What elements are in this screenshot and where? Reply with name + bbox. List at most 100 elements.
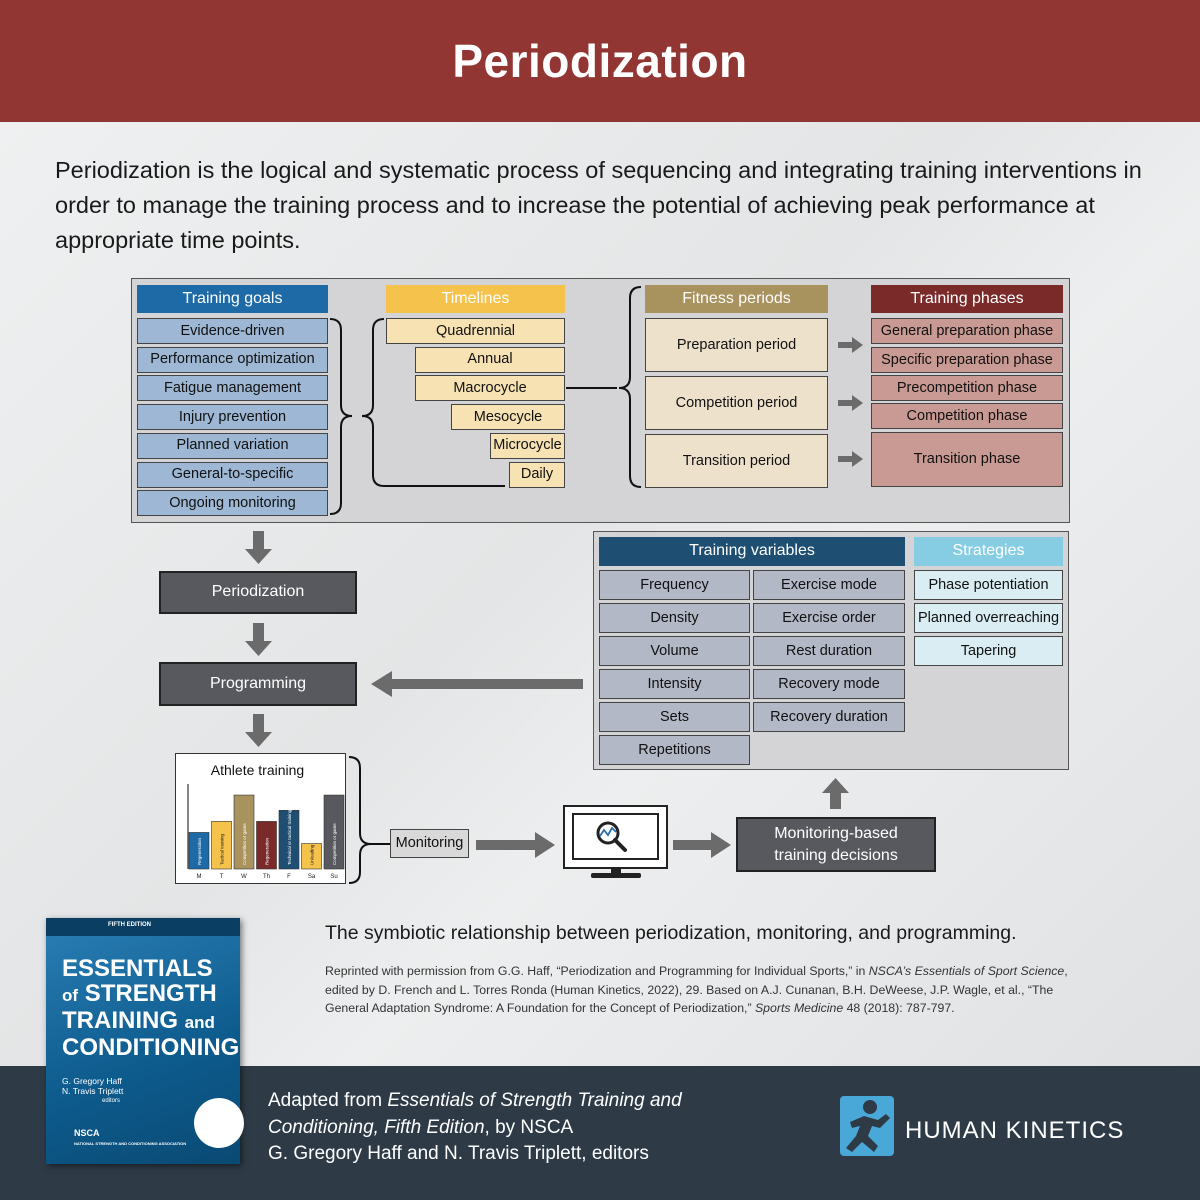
activity-bar-label: Regeneration bbox=[265, 837, 270, 865]
timeline-item: Quadrennial bbox=[386, 318, 565, 344]
page-title: Periodization bbox=[452, 35, 748, 87]
timeline-item: Macrocycle bbox=[415, 375, 565, 402]
book-org-name: NATIONAL STRENGTH AND CONDITIONING ASSOC… bbox=[74, 1141, 187, 1146]
training-goal-item: Evidence-driven bbox=[137, 318, 328, 344]
activity-bar bbox=[301, 843, 322, 870]
book-title-of: of bbox=[62, 986, 79, 1005]
strategies-header: Strategies bbox=[914, 537, 1063, 566]
activity-bar-label: Competition or game bbox=[332, 823, 337, 865]
book-org-abbr: NSCA bbox=[74, 1128, 100, 1138]
activity-bar-label: Tactical training bbox=[220, 833, 225, 865]
activity-bar-label: Technical or tactical training bbox=[287, 809, 292, 865]
training-goal-item: Ongoing monitoring bbox=[137, 490, 328, 517]
monitoring-decisions-box: Monitoring-based training decisions bbox=[736, 817, 936, 872]
monitoring-box: Monitoring bbox=[390, 829, 469, 858]
adapted-prefix: Adapted from bbox=[268, 1090, 388, 1111]
training-variable-item: Sets bbox=[599, 702, 750, 732]
training-variables-header: Training variables bbox=[599, 537, 905, 566]
day-label: Th bbox=[263, 874, 270, 880]
training-goal-item: Planned variation bbox=[137, 432, 328, 459]
monitor-icon bbox=[563, 805, 668, 878]
training-phase-item: Precompetition phase bbox=[871, 375, 1063, 401]
book-title-1: ESSENTIALS bbox=[62, 955, 213, 982]
day-label: Sa bbox=[308, 874, 316, 880]
training-variable-item: Intensity bbox=[599, 669, 750, 699]
day-label: Su bbox=[330, 874, 337, 880]
training-goal-item: General-to-specific bbox=[137, 461, 328, 488]
activity-bar bbox=[278, 810, 300, 870]
day-label: W bbox=[241, 874, 247, 880]
caption: The symbiotic relationship between perio… bbox=[325, 922, 1017, 944]
training-phase-item: Specific preparation phase bbox=[871, 347, 1063, 373]
citation: Reprinted with permission from G.G. Haff… bbox=[325, 962, 1085, 1018]
training-phase-item: General preparation phase bbox=[871, 318, 1063, 344]
timeline-item: Mesocycle bbox=[451, 404, 565, 431]
activity-bar bbox=[188, 832, 210, 870]
header-banner: Periodization bbox=[0, 0, 1200, 122]
strategy-item: Tapering bbox=[914, 636, 1063, 666]
activity-bar-label: Unloading bbox=[310, 844, 315, 865]
citation-part1: Reprinted with permission from G.G. Haff… bbox=[325, 964, 869, 978]
training-variable-item: Exercise mode bbox=[753, 570, 905, 600]
book-editors: editors bbox=[102, 1098, 121, 1104]
training-variable-item: Frequency bbox=[599, 570, 750, 600]
activity-bar bbox=[323, 794, 345, 870]
athlete-training-title: Athlete training bbox=[210, 762, 305, 778]
book-cover: FIFTH EDITION ESSENTIALS of STRENGTH TRA… bbox=[46, 918, 252, 1164]
intro-text: Periodization is the logical and systema… bbox=[55, 157, 1142, 253]
adapted-book-title-2: Conditioning, Fifth Edition bbox=[268, 1116, 485, 1138]
book-author-1: G. Gregory Haff bbox=[62, 1076, 122, 1086]
training-variable-item: Repetitions bbox=[599, 735, 750, 765]
adapted-editors: G. Gregory Haff and N. Travis Triplett, … bbox=[268, 1143, 649, 1164]
training-variable-item: Recovery mode bbox=[753, 669, 905, 699]
day-label: F bbox=[287, 874, 291, 880]
timelines-header: Timelines bbox=[386, 285, 565, 313]
timeline-item: Daily bbox=[509, 461, 565, 488]
fitness-periods-header: Fitness periods bbox=[645, 285, 828, 313]
day-label: T bbox=[220, 874, 224, 880]
training-phases-header: Training phases bbox=[871, 285, 1063, 313]
activity-bar bbox=[211, 821, 232, 870]
strategy-item: Planned overreaching bbox=[914, 603, 1063, 633]
activity-bar-label: Competition or game bbox=[242, 823, 247, 865]
adapted-from: Adapted from Essentials of Strength Trai… bbox=[268, 1088, 682, 1168]
activity-bar bbox=[256, 821, 277, 870]
programming-box: Programming bbox=[159, 662, 357, 706]
training-variable-item: Volume bbox=[599, 636, 750, 666]
book-title-3: TRAINING bbox=[62, 1007, 178, 1034]
book-edition: FIFTH EDITION bbox=[108, 922, 151, 928]
training-goal-item: Performance optimization bbox=[137, 346, 328, 373]
fitness-period-item: Transition period bbox=[645, 434, 828, 488]
training-goal-item: Injury prevention bbox=[137, 404, 328, 431]
activity-bar-label: Regeneration bbox=[197, 837, 202, 865]
citation-italic1: NSCA’s Essentials of Sport Science bbox=[868, 964, 1065, 978]
book-author-2: N. Travis Triplett bbox=[62, 1086, 124, 1096]
training-variable-item: Recovery duration bbox=[753, 702, 905, 732]
training-variable-item: Density bbox=[599, 603, 750, 633]
fitness-period-item: Preparation period bbox=[645, 318, 828, 372]
activity-bar bbox=[233, 794, 255, 870]
training-variable-item: Rest duration bbox=[753, 636, 905, 666]
periodization-box: Periodization bbox=[159, 571, 357, 614]
timeline-item: Microcycle bbox=[490, 432, 565, 459]
timeline-item: Annual bbox=[415, 346, 565, 373]
training-phase-item: Competition phase bbox=[871, 403, 1063, 429]
human-kinetics-brand: HUMAN KINETICS bbox=[905, 1117, 1125, 1144]
training-variable-item: Exercise order bbox=[753, 603, 905, 633]
adapted-book-title-1: Essentials of Strength Training and bbox=[387, 1090, 682, 1111]
fitness-period-item: Competition period bbox=[645, 376, 828, 430]
training-goals-header: Training goals bbox=[137, 285, 328, 313]
day-label: M bbox=[197, 874, 202, 880]
citation-part3: 48 (2018): 787-797. bbox=[843, 1001, 955, 1015]
training-phase-item: Transition phase bbox=[871, 432, 1063, 487]
human-kinetics-logo-icon bbox=[840, 1096, 894, 1156]
citation-part2: , edited by D. French and L. Torres Rond… bbox=[325, 964, 1068, 1015]
training-goal-item: Fatigue management bbox=[137, 375, 328, 402]
book-title-2: STRENGTH bbox=[84, 980, 217, 1007]
book-title-and: and bbox=[184, 1013, 215, 1032]
strategy-item: Phase potentiation bbox=[914, 570, 1063, 600]
book-title-4: CONDITIONING bbox=[62, 1034, 240, 1061]
adapted-by: , by NSCA bbox=[484, 1116, 574, 1138]
citation-italic2: Sports Medicine bbox=[754, 1001, 844, 1015]
